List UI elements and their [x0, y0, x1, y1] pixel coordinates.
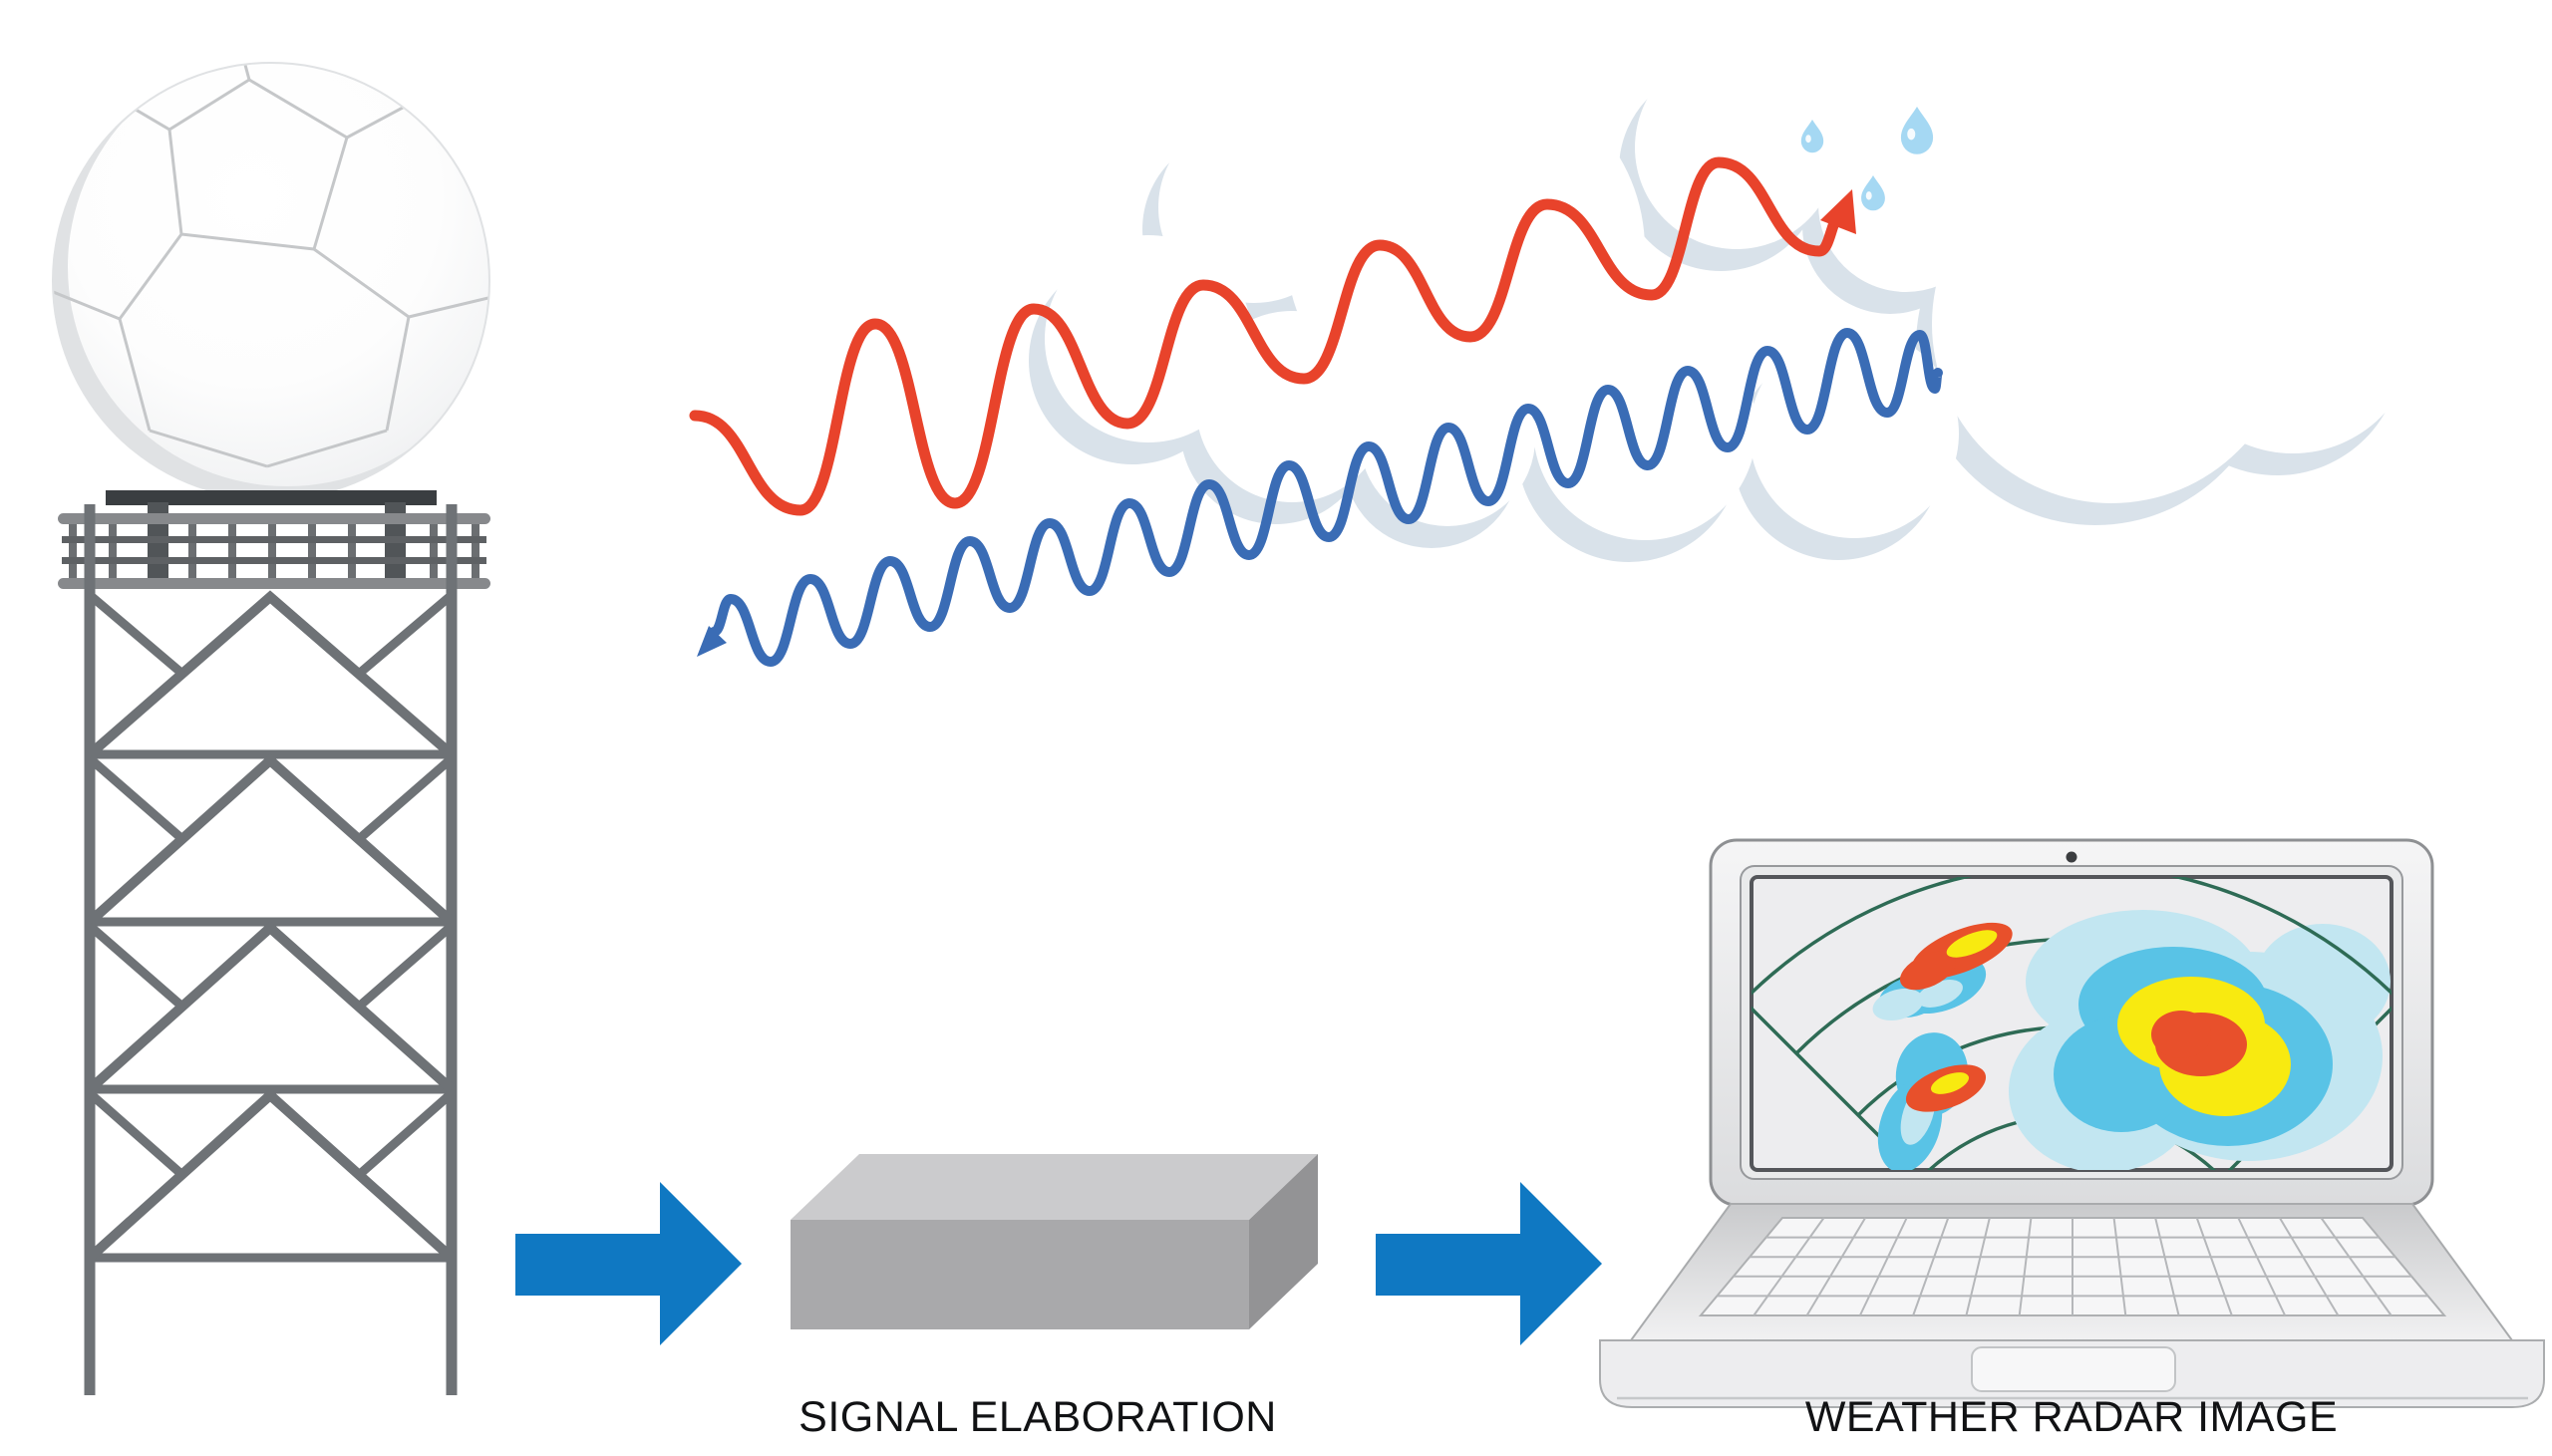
radome-panel-seams [54, 64, 488, 468]
raindrops [1800, 107, 1934, 211]
raindrop-icon [1800, 120, 1824, 153]
returned-signal-wave [709, 327, 1943, 668]
flow-right-arrow-icon [1376, 1182, 1602, 1345]
precipitation-cell-small-mid [1877, 1032, 1987, 1170]
box-side-face [1249, 1154, 1318, 1329]
keyboard-keys [1717, 1217, 2428, 1316]
raindrop-icon [1861, 175, 1885, 211]
radar-outer-arc [1752, 877, 2392, 1003]
box-front-face [791, 1220, 1249, 1329]
tower-platform-railing [58, 502, 490, 589]
returned-wave-arrowhead-icon [697, 626, 727, 657]
signal-elaboration-box [791, 1154, 1318, 1329]
precipitation-cell-small-top [1872, 922, 2013, 1020]
precipitation-cell-large [2009, 910, 2391, 1170]
transmitted-signal-wave [689, 156, 1849, 516]
flow-right-arrow-icon [515, 1182, 742, 1345]
caption-weather-radar-image: WEATHER RADAR IMAGE [1804, 1393, 2339, 1441]
raindrop-icon [1900, 107, 1934, 154]
transmitted-wave-arrowhead-icon [1820, 189, 1856, 234]
radome-base-bar [106, 490, 437, 505]
radome-dome-icon [52, 62, 490, 500]
radar-tower [52, 62, 490, 1395]
box-top-face [791, 1154, 1318, 1220]
webcam-icon [2066, 851, 2077, 863]
tower-lattice [84, 504, 458, 1395]
laptop-touchpad [1971, 1346, 2176, 1392]
laptop [1599, 838, 2545, 1408]
caption-signal-elaboration: SIGNAL ELABORATION [798, 1393, 1277, 1441]
weather-radar-display [1752, 877, 2392, 1170]
